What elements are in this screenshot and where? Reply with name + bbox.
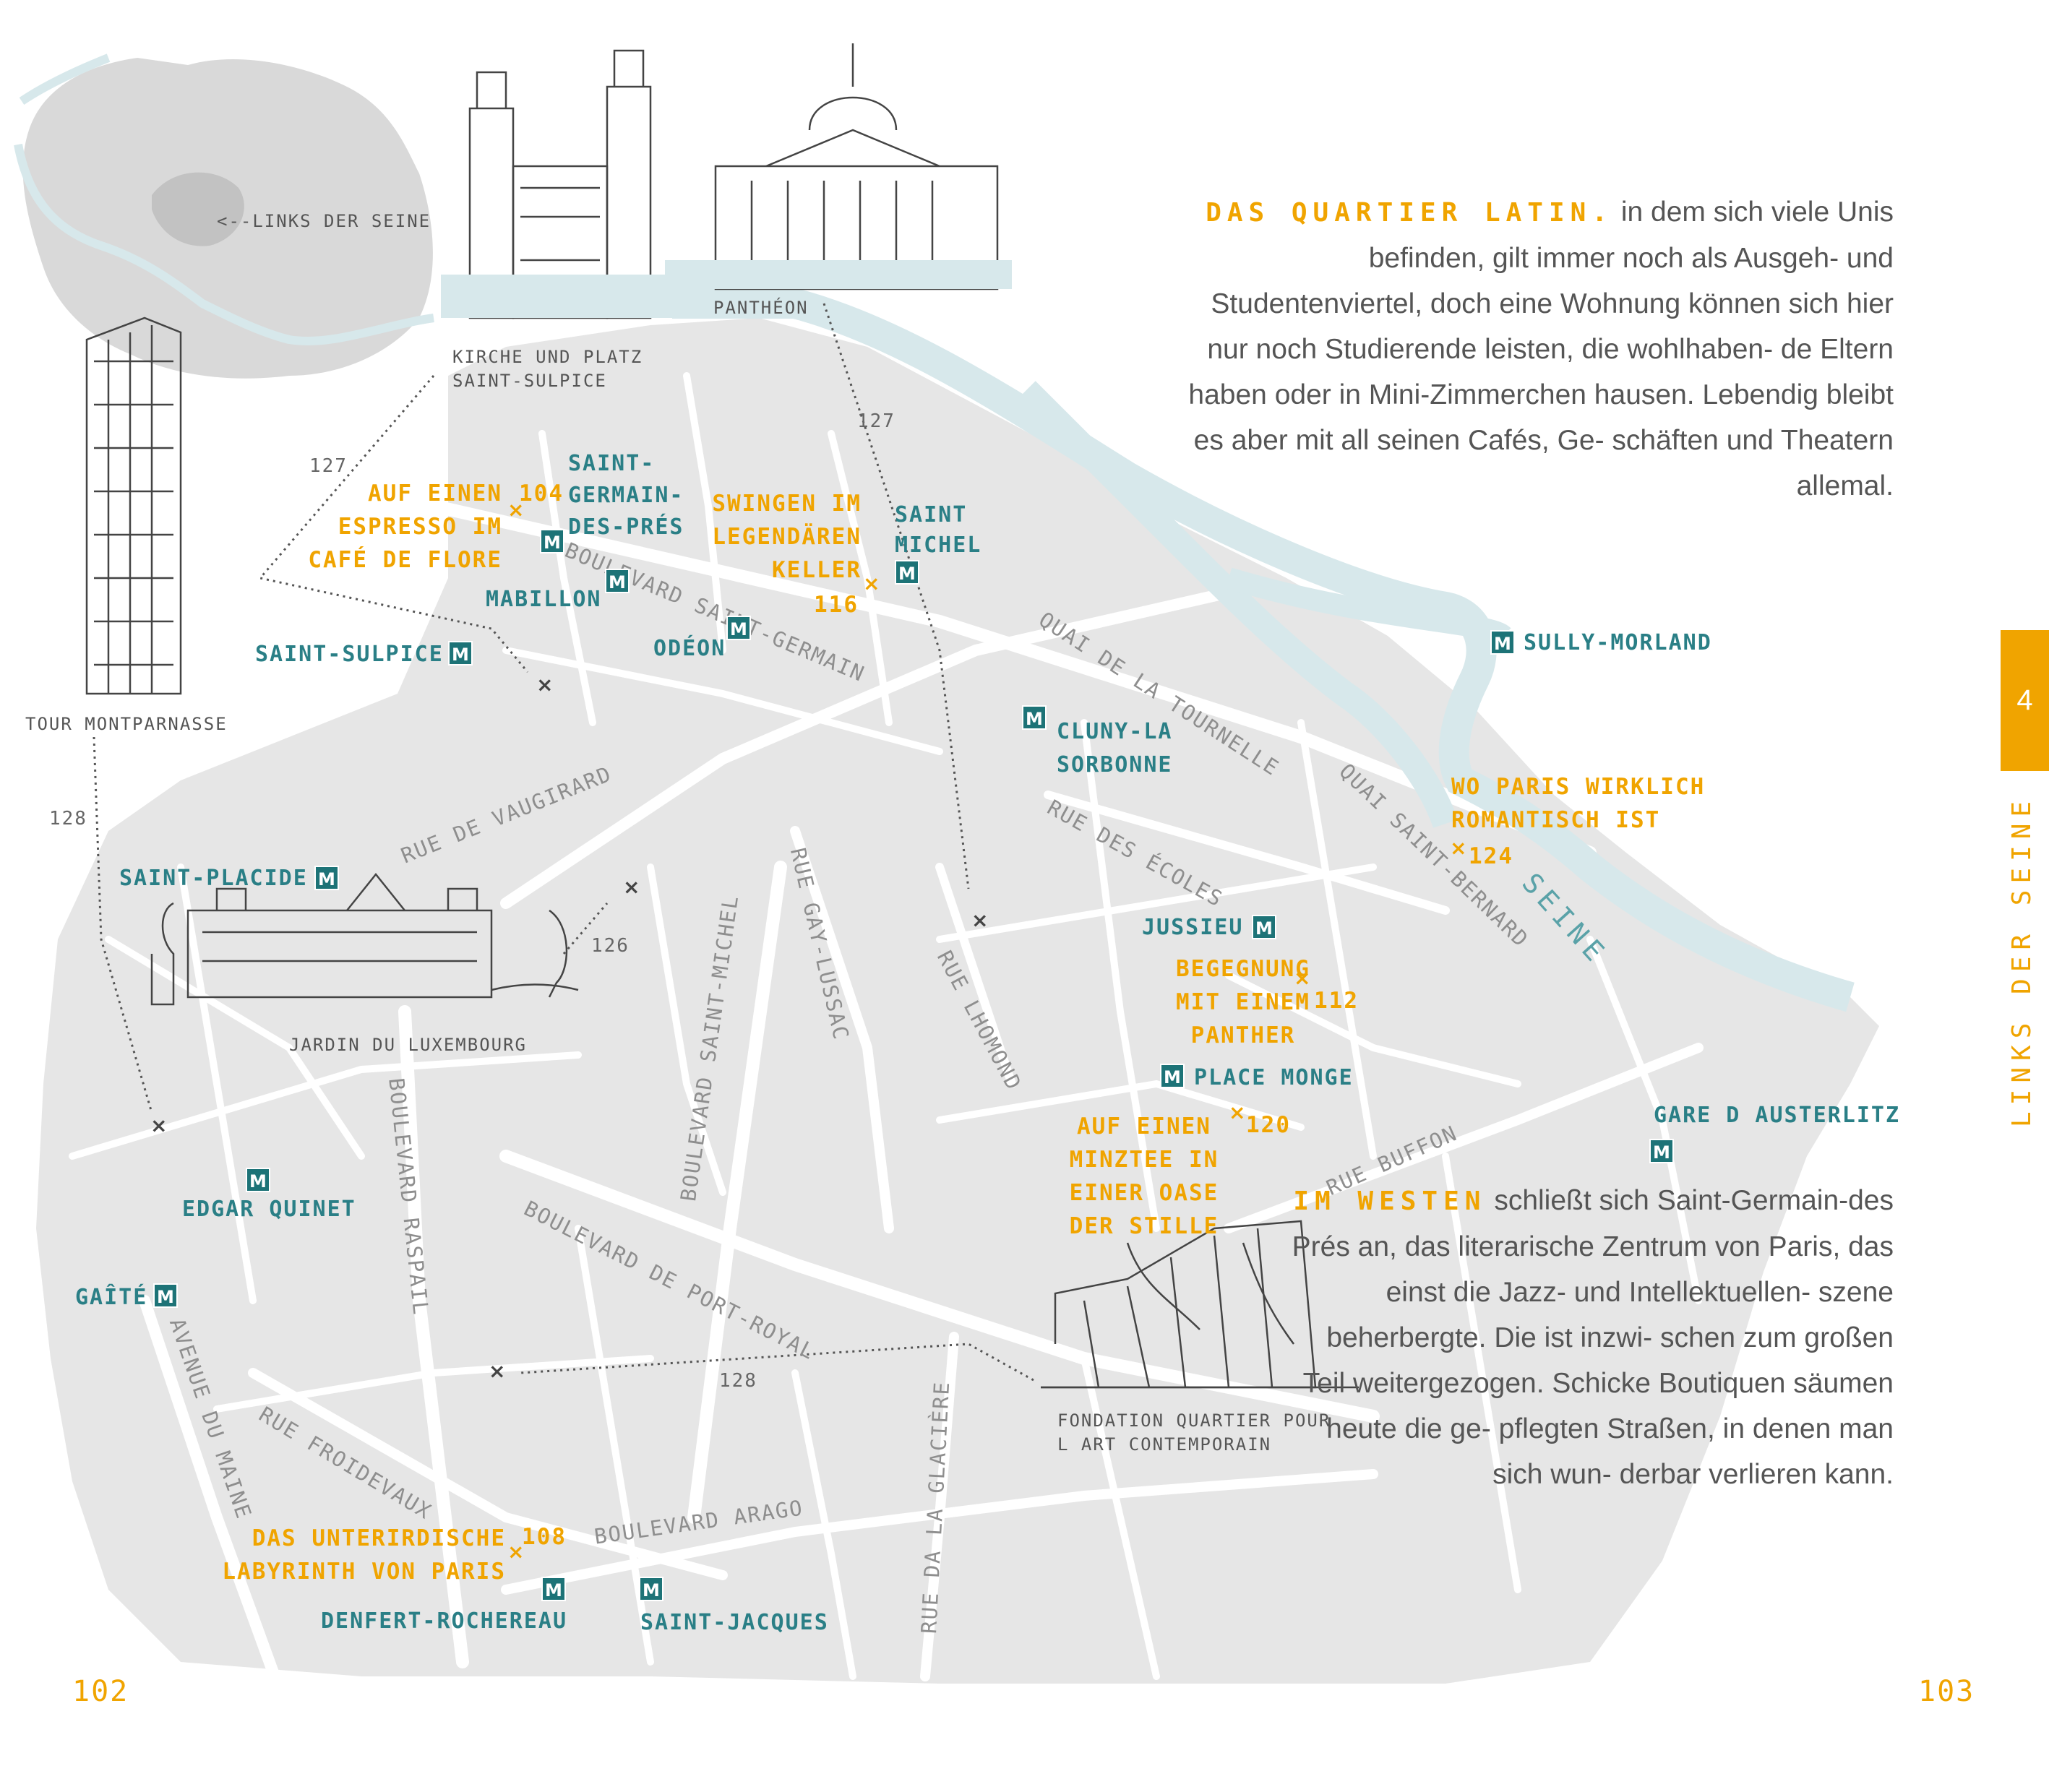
tour-montparnasse-sketch: [85, 316, 182, 695]
poi-page-ref: 108: [522, 1524, 567, 1550]
metro-icon: M: [895, 560, 919, 585]
landmark-pantheon-caption: PANTHÉON: [713, 298, 809, 318]
metro-station-saint-sulpice: SAINT-SULPICE: [255, 642, 444, 667]
luxembourg-sketch: [150, 872, 579, 1006]
poi-marker: ×: [1294, 966, 1311, 990]
metro-icon: M: [726, 616, 751, 640]
pantheon-sketch: [665, 43, 1012, 290]
road-vaugirard: [500, 587, 1234, 909]
metro-icon: M: [639, 1577, 663, 1601]
metro-station-gaite: GAÎTÉ: [75, 1285, 148, 1310]
page-ref-saint-sulpice: 127: [309, 455, 348, 477]
destination-mark: ×: [971, 908, 989, 932]
landmark-luxembourg-caption: JARDIN DU LUXEMBOURG: [289, 1035, 527, 1055]
metro-station-denfert-rochereau: DENFERT-ROCHEREAU: [321, 1608, 568, 1634]
poi-marker: ×: [507, 1540, 525, 1564]
destination-mark: ×: [536, 673, 554, 697]
intro-text: in dem sich viele Unis befinden, gilt im…: [1188, 197, 1894, 501]
metro-icon: M: [153, 1283, 178, 1308]
metro-station-place-monge: PLACE MONGE: [1194, 1065, 1354, 1090]
metro-station-mabillon: MABILLON: [486, 587, 602, 612]
destination-mark: ×: [150, 1113, 168, 1137]
saint-sulpice-sketch: [441, 49, 672, 319]
west-paragraph: IM WESTEN schließt sich Saint-Germain-de…: [1286, 1178, 1894, 1497]
road-network: [69, 372, 1704, 1682]
intro-paragraph: DAS QUARTIER LATIN. in dem sich viele Un…: [1178, 189, 1894, 509]
poi-page-ref: 104: [519, 481, 564, 507]
landmark-fondation-caption: FONDATION QUARTIER POUR L ART CONTEMPORA…: [1057, 1410, 1331, 1455]
metro-station-saint-jacques: SAINT-JACQUES: [640, 1610, 829, 1635]
road-bd-raspail: [398, 1005, 469, 1668]
road-avenue-du-maine: [139, 1295, 280, 1682]
metro-station-jussieu: JUSSIEU: [1142, 915, 1244, 940]
metro-station-saint-michel: SAINT MICHEL: [895, 502, 982, 558]
chapter-label: LINKS DER SEINE: [2007, 795, 2037, 1127]
metro-icon: M: [448, 641, 473, 665]
metro-icon: M: [541, 1577, 566, 1601]
landmark-sketches: [85, 43, 1359, 1389]
left-bank-highlight: [152, 172, 244, 246]
metro-icon: M: [1022, 705, 1047, 730]
poi-page-ref: 124: [1469, 843, 1513, 869]
page-ref-tour-montparnasse: 128: [49, 808, 87, 830]
metro-station-cluny-la-sorbonne: CLUNY-LA SORBONNE: [1057, 719, 1173, 777]
chapter-tab: 4: [2001, 630, 2049, 771]
metro-icon: M: [246, 1168, 270, 1192]
metro-icon: M: [1252, 915, 1276, 939]
leader-lines: [93, 303, 1034, 1382]
road-ecoles: [1044, 791, 1450, 915]
page-number-left: 102: [72, 1675, 129, 1708]
intro-lead: DAS QUARTIER LATIN.: [1206, 198, 1613, 228]
metro-icon: M: [540, 529, 564, 553]
landmark-tour-montparnasse-caption: TOUR MONTPARNASSE: [25, 714, 228, 734]
road-gay-lussac: [790, 826, 894, 1233]
metro-icon: M: [1160, 1064, 1185, 1088]
chapter-label-text: LINKS DER SEINE: [2007, 795, 2037, 1127]
poi-marker: ×: [863, 572, 880, 595]
page-ref-fondation: 128: [719, 1370, 757, 1392]
poi-marker: ×: [507, 498, 525, 522]
district-land: [36, 318, 1879, 1684]
seine-arm: [1017, 381, 1459, 829]
west-lead: IM WESTEN: [1293, 1186, 1487, 1216]
metro-station-gare-d-austerlitz: GARE D AUSTERLITZ: [1654, 1103, 1901, 1128]
poi-page-ref: 120: [1246, 1112, 1291, 1138]
metro-station-edgar-quinet: EDGAR QUINET: [182, 1197, 356, 1222]
metro-icon: M: [605, 569, 630, 593]
poi-page-ref: 116: [814, 592, 859, 618]
destination-mark: ×: [623, 875, 640, 899]
page-ref-pantheon: 127: [857, 410, 895, 432]
road-buffon: [1224, 1043, 1704, 1233]
poi-page-ref: 112: [1314, 988, 1359, 1014]
locator-map: [14, 53, 434, 379]
road-bd-saint-michel: [687, 861, 787, 1524]
metro-station-saint-placide: SAINT-PLACIDE: [119, 866, 308, 891]
metro-station-sully-morland: SULLY-MORLAND: [1524, 630, 1712, 655]
locator-seine: [14, 53, 434, 346]
metro-icon: M: [1490, 630, 1515, 655]
locator-label: <--LINKS DER SEINE: [217, 211, 431, 231]
page-ref-luxembourg: 126: [591, 935, 630, 957]
fondation-cartier-sketch: [1041, 1220, 1359, 1389]
page-number-right: 103: [1918, 1675, 1975, 1708]
metro-station-odeon: ODÉON: [653, 636, 726, 661]
metro-station-saint-germain-des-pres: SAINT-GERMAIN-DES-PRÉS: [568, 451, 684, 540]
destination-mark: ×: [489, 1359, 506, 1383]
road-glaciere: [920, 1332, 959, 1681]
west-text: schließt sich Saint-Germain-des Prés an,…: [1292, 1185, 1894, 1490]
road-lhomond: [935, 863, 1016, 1088]
poi-marker: ×: [1229, 1100, 1246, 1124]
metro-icon: M: [314, 866, 339, 890]
landmark-saint-sulpice-caption: KIRCHE UND PLATZ SAINT-SULPICE: [452, 347, 643, 391]
metro-icon: M: [1649, 1139, 1674, 1163]
poi-marker: ×: [1450, 836, 1467, 860]
